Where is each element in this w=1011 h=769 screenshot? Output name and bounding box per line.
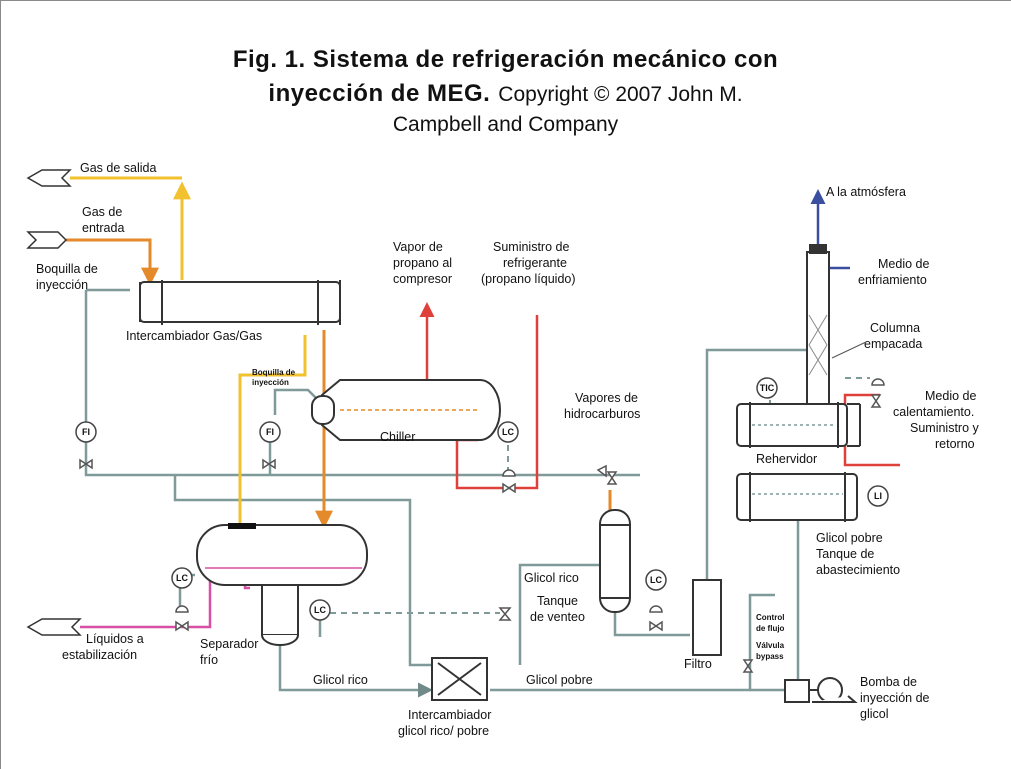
gas-gas-exchanger <box>139 280 341 325</box>
label-separador-1: Separador <box>200 637 258 651</box>
label-glicol-rico-top: Glicol rico <box>524 571 579 585</box>
gas-inlet-arrow <box>26 231 68 249</box>
vent-tank <box>599 509 631 613</box>
filter <box>692 579 722 656</box>
label-vapores-hc-1: Vapores de <box>575 391 638 405</box>
glycol-pump <box>784 677 858 703</box>
label-bomba-3: glicol <box>860 707 889 721</box>
instrument-li: LI <box>874 491 882 501</box>
label-gas-entrada-2: entrada <box>82 221 124 235</box>
label-medio-cal-2: calentamiento. <box>893 405 974 419</box>
vent-lines <box>810 189 850 270</box>
instrument-lc-separator-boot: LC <box>314 605 326 615</box>
label-sum-ref-3: (propano líquido) <box>481 272 576 286</box>
figure-title-line-2: inyección de MEG. Copyright © 2007 John M… <box>0 80 1011 108</box>
label-valvula-bypass-1: Válvula <box>756 641 785 650</box>
instrument-lc-chiller: LC <box>502 427 514 437</box>
label-intercambiador-gg: Intercambiador Gas/Gas <box>126 329 262 343</box>
instrument-fi-right: FI <box>266 427 274 437</box>
control-valves <box>79 394 882 673</box>
column-packing <box>808 314 828 376</box>
label-medio-enf-2: enfriamiento <box>858 273 927 287</box>
label-gas-entrada-1: Gas de <box>82 205 122 219</box>
rich-lean-exchanger <box>431 657 488 701</box>
label-separador-2: frío <box>200 653 218 667</box>
instruments <box>75 377 889 621</box>
label-valvula-bypass-2: bypass <box>756 652 784 661</box>
figure-copyright: Copyright © 2007 John M. <box>498 83 743 106</box>
instrument-lc-separator: LC <box>176 573 188 583</box>
label-medio-cal-3: Suministro y <box>910 421 980 435</box>
label-boquilla-2b: inyección <box>252 378 289 387</box>
label-sum-ref-1: Suministro de <box>493 240 569 254</box>
label-vapor-prop-1: Vapor de <box>393 240 443 254</box>
instrument-fi-left: FI <box>82 427 90 437</box>
packed-column <box>806 244 830 405</box>
label-control-flujo-1: Control <box>756 613 784 622</box>
label-glicol-rico-bottom: Glicol rico <box>313 673 368 687</box>
label-sum-ref-2: refrigerante <box>503 256 567 270</box>
label-glicol-pobre-tanque-3: abastecimiento <box>816 563 900 577</box>
label-glicol-pobre-tanque-1: Glicol pobre <box>816 531 883 545</box>
label-liquidos-2: estabilización <box>62 648 137 662</box>
label-bomba-1: Bomba de <box>860 675 917 689</box>
separator-mist-pad <box>228 523 256 529</box>
label-boquilla-2a: Boquilla de <box>252 368 296 377</box>
label-medio-cal-4: retorno <box>935 437 975 451</box>
label-boquilla-1b: inyección <box>36 278 88 292</box>
label-liquidos-1: Líquidos a <box>86 632 144 646</box>
gas-lines <box>70 176 307 525</box>
label-vapores-hc-2: hidrocarburos <box>564 407 640 421</box>
label-gas-salida: Gas de salida <box>80 161 156 175</box>
label-chiller: Chiller <box>380 430 415 444</box>
lean-glycol-tank <box>736 472 858 522</box>
label-vapor-prop-3: compresor <box>393 272 452 286</box>
instrument-lc-vent-tank: LC <box>650 575 662 585</box>
label-columna-1: Columna <box>870 321 920 335</box>
label-control-flujo-2: de flujo <box>756 624 785 633</box>
label-inter-rp-1: Intercambiador <box>408 708 491 722</box>
valve-actuators <box>175 378 885 613</box>
liquid-outlet-arrow <box>26 618 82 636</box>
label-atmosfera: A la atmósfera <box>826 185 906 199</box>
label-tanque-venteo-1: Tanque <box>537 594 578 608</box>
instrument-tic: TIC <box>760 383 775 393</box>
column-leader-line <box>831 341 867 359</box>
label-vapor-prop-2: propano al <box>393 256 452 270</box>
cold-separator <box>196 524 368 646</box>
label-bomba-2: inyección de <box>860 691 930 705</box>
label-glicol-pobre-tanque-2: Tanque de <box>816 547 874 561</box>
label-medio-enf-1: Medio de <box>878 257 929 271</box>
figure-title-bold: inyección de MEG. <box>268 80 491 107</box>
figure-title-line-1: Fig. 1. Sistema de refrigeración mecánic… <box>232 46 779 73</box>
label-glicol-pobre-bottom: Glicol pobre <box>526 673 593 687</box>
gas-outlet-arrow <box>26 169 72 187</box>
label-inter-rp-2: glicol rico/ pobre <box>398 724 489 738</box>
figure-title-line-3: Campbell and Company <box>392 113 619 136</box>
label-medio-cal-1: Medio de <box>925 389 976 403</box>
label-rehervidor: Rehervidor <box>756 452 817 466</box>
label-boquilla-1a: Boquilla de <box>36 262 98 276</box>
reboiler <box>736 402 861 448</box>
label-tanque-venteo-2: de venteo <box>530 610 585 624</box>
label-filtro: Filtro <box>684 657 712 671</box>
label-columna-2: empacada <box>864 337 922 351</box>
